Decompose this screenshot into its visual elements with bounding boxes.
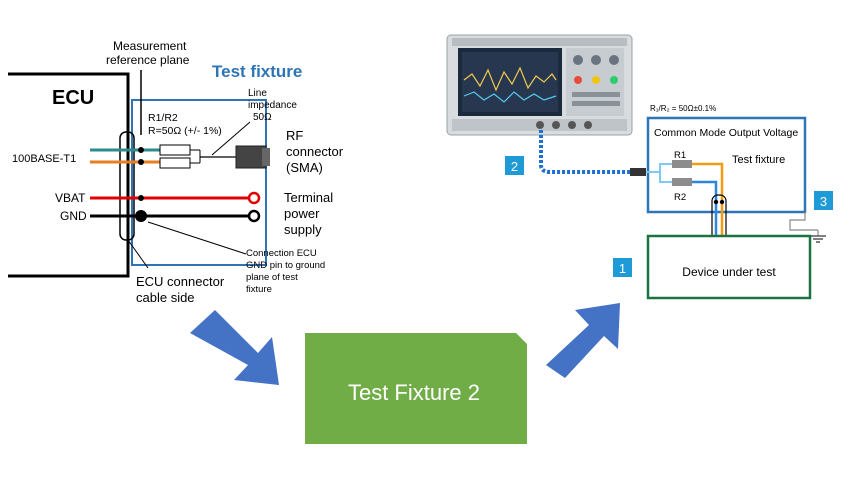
inner-wire-blue [692,180,718,250]
connection-note-2: GND pin to ground [246,260,325,271]
terminal-label-2: power [284,206,320,221]
rf-connector-label-1: RF [286,128,303,143]
line-impedance-label-2: impedance [248,100,297,111]
badge-3 [814,191,833,210]
line-impedance-pointer [211,121,251,156]
test-fixture-2-box[interactable] [305,333,527,444]
arrow-up-right [546,303,620,378]
ecu-connector-label-2: cable side [136,290,195,305]
arrow-down-right [190,310,279,385]
oscilloscope-icon [446,34,633,136]
ecu-connector-label-1: ECU connector [136,274,225,289]
measurement-plane-label-2: reference plane [106,53,190,67]
dut-box [646,234,812,300]
node-dot [138,159,144,165]
right-schematic: 2 R₁/R₂ = 50Ω±0.1% Common Mode Output Vo… [446,34,833,300]
ecu-connector-pointer [127,239,149,269]
gnd-terminal-icon [247,209,261,223]
rf-connector-icon [235,145,267,169]
r1-label: R1 [674,150,686,161]
resistor-label-1: R1/R2 [148,112,178,124]
ecu-connector [119,131,135,241]
r1-resistor-icon [672,160,692,168]
test-fixture-title: Test fixture [212,62,302,81]
connection-note-1: Connection ECU [246,248,317,259]
ecu-outline [8,72,130,278]
left-schematic: ECU Test fixture Measurement reference p… [8,39,344,305]
gnd-node-dot [135,210,147,222]
common-mode-title: Common Mode Output Voltage [654,127,798,139]
inner-wire-light [659,172,672,183]
vbat-terminal-icon [247,191,261,205]
node-dot [138,195,144,201]
rf-connector-tip [262,148,270,166]
r2-label: R2 [674,192,686,203]
r2-resistor-icon [672,178,692,186]
line-impedance-label-3: 50Ω [253,112,272,123]
measurement-plane-label-1: Measurement [113,39,187,53]
resistor-r1 [159,144,191,156]
inner-wire-light [646,163,672,173]
rf-connector-label-3: (SMA) [286,160,323,175]
connection-note-4: fixture [246,284,272,295]
resistor-label-2: R=50Ω (+/- 1%) [148,125,222,137]
test-fixture-outline [131,99,267,266]
test-fixture-2-label: Test Fixture 2 [348,380,480,405]
right-test-fixture-label: Test fixture [732,154,785,166]
ground-wire [789,212,818,231]
terminal-label-3: supply [284,222,322,237]
dut-label: Device under test [682,265,776,279]
node-dot [719,199,725,205]
badge-3-label: 3 [820,194,827,209]
gnd-label: GND [60,209,87,223]
badge-2 [505,156,524,175]
rf-connector-label-2: connector [286,144,344,159]
ecu-label: ECU [52,87,94,109]
resistor-r2 [159,157,191,169]
signal-100base-label: 100BASE-T1 [12,153,76,165]
resistor-formula: R₁/R₂ = 50Ω±0.1% [650,104,716,113]
connection-note-3: plane of test [246,272,298,283]
vbat-label: VBAT [55,191,86,205]
badge-1-label: 1 [619,261,626,276]
coax-cable [539,130,630,174]
line-impedance-label-1: Line [248,88,267,99]
cable-connector-icon [630,168,646,176]
terminal-label-1: Terminal [284,190,333,205]
node-dot [138,147,144,153]
inner-wire-orange [692,162,724,250]
node-dot [713,199,719,205]
badge-1 [613,258,632,277]
badge-2-label: 2 [511,159,518,174]
connection-note-pointer [147,221,247,255]
